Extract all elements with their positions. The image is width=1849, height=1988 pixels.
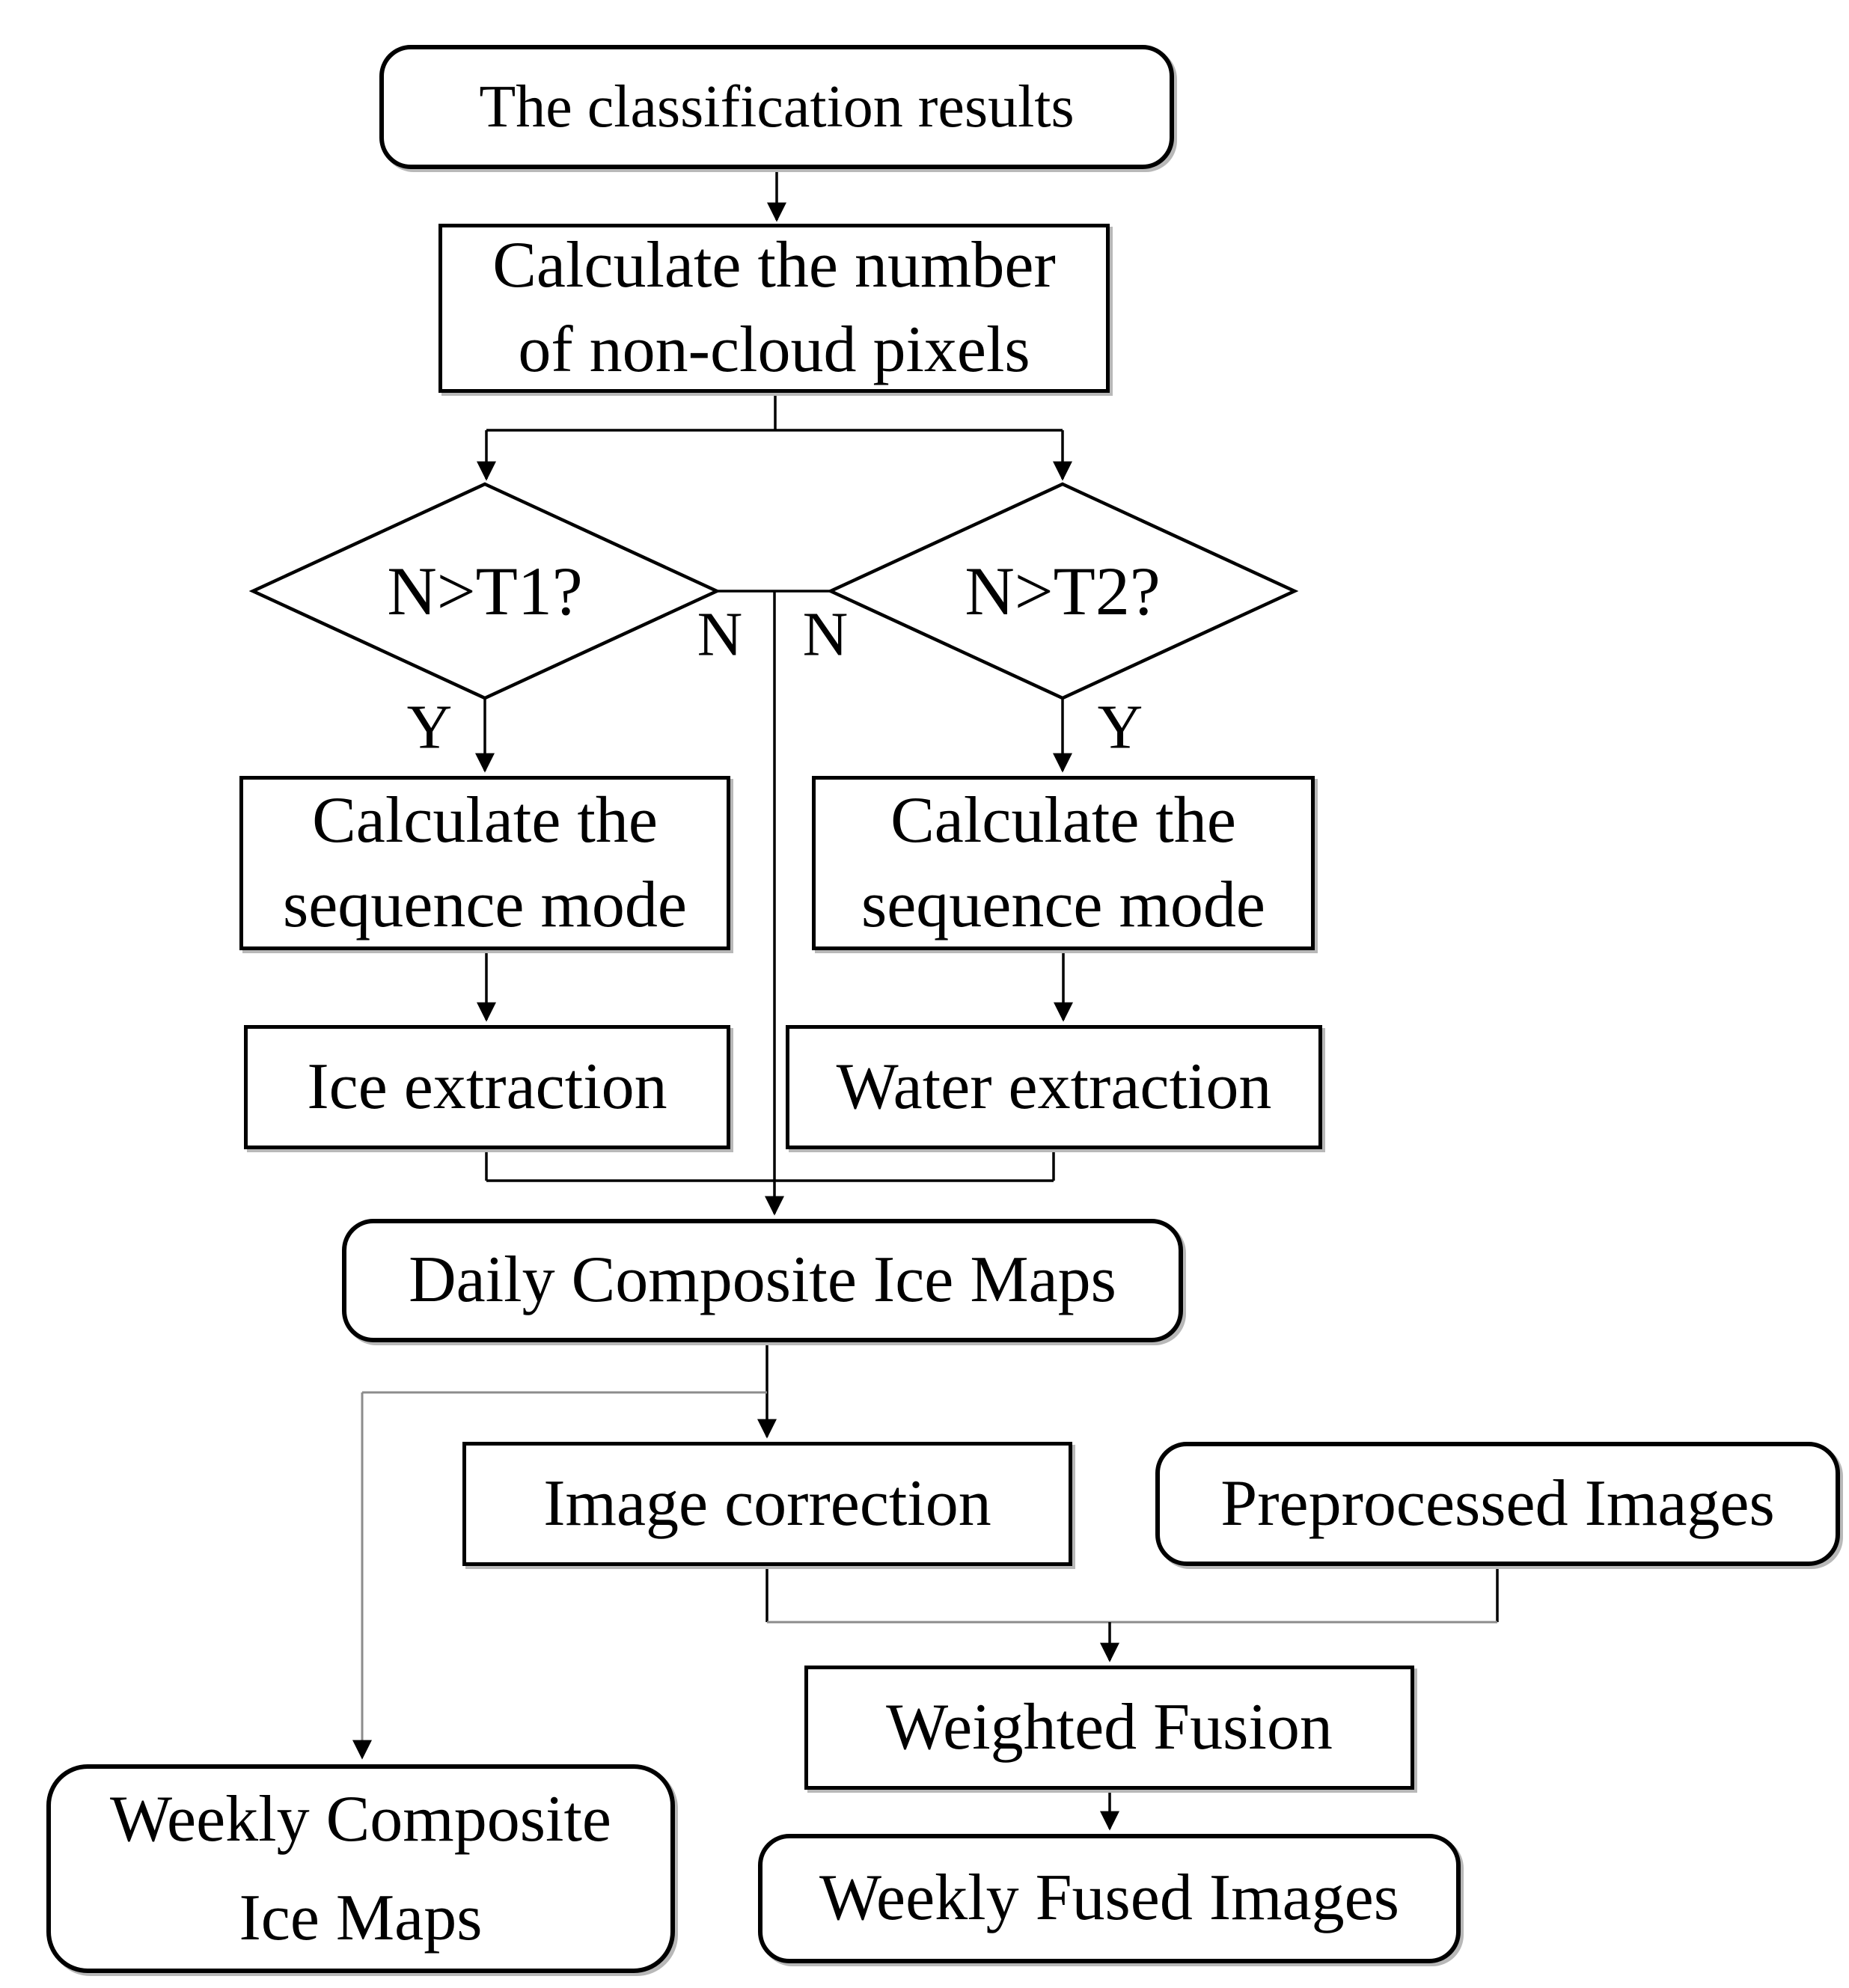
label-t1-yes: Y	[406, 692, 453, 762]
node-ice-extraction: Ice extraction	[244, 1025, 730, 1149]
node-weighted-fusion: Weighted Fusion	[804, 1666, 1414, 1790]
node-daily-composite-ice-maps: Daily Composite Ice Maps	[342, 1219, 1183, 1342]
label-t1-no: N	[697, 599, 743, 670]
node-classification-results: The classification results	[379, 45, 1174, 169]
node-seq-mode-right: Calculate the sequence mode	[812, 776, 1315, 950]
node-seq-mode-left: Calculate the sequence mode	[239, 776, 730, 950]
node-decision-n-gt-t2: N>T2?	[965, 553, 1161, 629]
node-decision-n-gt-t1: N>T1?	[387, 553, 583, 629]
node-water-extraction: Water extraction	[786, 1025, 1322, 1149]
node-weekly-fused-images: Weekly Fused Images	[758, 1834, 1461, 1963]
label-t2-yes: Y	[1097, 692, 1143, 762]
node-preprocessed-images: Preprocessed Images	[1155, 1442, 1840, 1566]
node-image-correction: Image correction	[462, 1442, 1072, 1566]
node-calc-non-cloud-pixels: Calculate the number of non-cloud pixels	[438, 224, 1110, 393]
label-t2-no: N	[802, 599, 849, 670]
node-weekly-composite-ice-maps: Weekly Composite Ice Maps	[46, 1764, 675, 1973]
